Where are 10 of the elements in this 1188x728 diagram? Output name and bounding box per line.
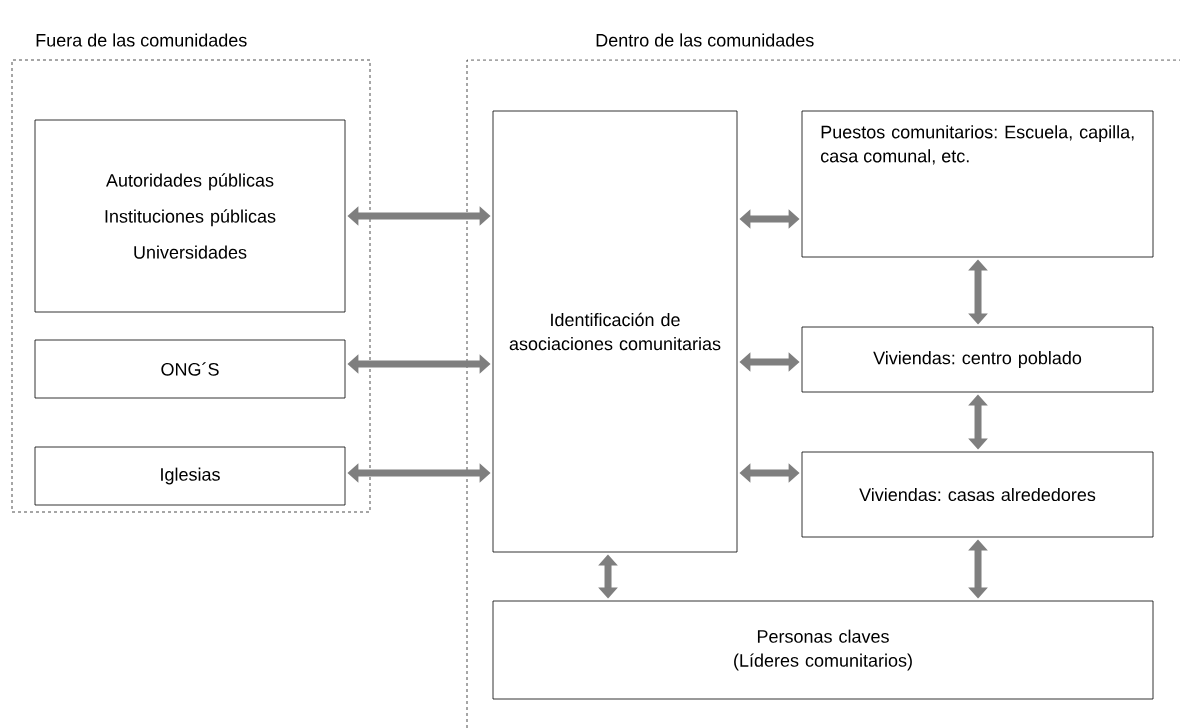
process-box: Personas claves (Líderes comunitarios)	[492, 600, 1154, 700]
group-heading: Fuera de las comunidades	[36, 33, 247, 47]
box-text: Puestos comunitarios: Escuela, capilla, casa comunal, etc.	[821, 125, 1134, 165]
process-box: Viviendas: centro poblado	[801, 326, 1154, 393]
process-box: Autoridades públicas Instituciones públicas Universidades	[34, 119, 346, 313]
process-box: Viviendas: casas alrededores	[801, 451, 1154, 538]
process-box: ONG´S	[34, 339, 346, 399]
process-box: Identificación de asociaciones comunitarias	[492, 110, 738, 553]
process-box: Iglesias	[34, 446, 346, 506]
group-heading: Dentro de las comunidades	[596, 33, 814, 47]
